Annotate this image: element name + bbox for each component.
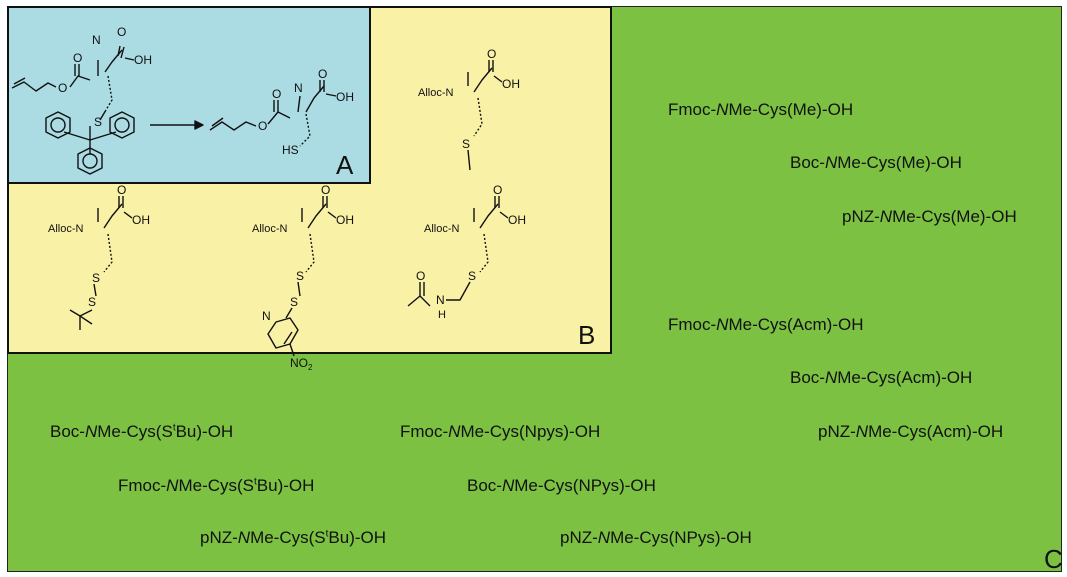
atom-label: OH (508, 213, 526, 227)
atom-label: S (92, 271, 100, 285)
atom-label: Alloc-N (48, 223, 84, 235)
panel-b-label: B (578, 320, 596, 350)
atom-label: S (468, 269, 476, 283)
atom-label: S (462, 137, 470, 151)
atom-label: S (88, 295, 96, 309)
atom-label: O (318, 67, 327, 81)
compound-name: pNZ-NMe-Cys(Acm)-OH (818, 422, 1004, 441)
compound-name: Boc-NMe-Cys(Me)-OH (790, 153, 962, 172)
atom-label: OH (336, 213, 354, 227)
atom-label: O (73, 51, 82, 65)
compound-name: pNZ-NMe-Cys(NPys)-OH (560, 528, 752, 547)
atom-label: Alloc-N (424, 223, 460, 235)
compound-name: Fmoc-NMe-Cys(Acm)-OH (668, 315, 864, 334)
atom-label: O (321, 183, 330, 197)
atom-label: O (58, 81, 67, 95)
cys-me-structure (467, 60, 503, 171)
compound-name: Boc-NMe-Cys(NPys)-OH (467, 476, 656, 495)
cys-npys-structure (267, 196, 337, 357)
atom-label: Alloc-N (418, 87, 454, 99)
atom-label: Alloc-N (252, 223, 288, 235)
atom-label: N (436, 293, 445, 307)
cys-acm-structure (407, 196, 509, 307)
atom-label: O (117, 183, 126, 197)
compound-name: pNZ-NMe-Cys(Me)-OH (842, 207, 1017, 226)
atom-label: OH (336, 90, 354, 104)
atom-label: OH (134, 53, 152, 67)
free-thiol-product (209, 80, 337, 147)
atom-label: H (438, 309, 446, 321)
compound-name: Fmoc-NMe-Cys(Npys)-OH (400, 422, 601, 441)
compound-name: Boc-NMe-Cys(Acm)-OH (790, 368, 973, 387)
atom-label: N (92, 33, 101, 47)
atom-label: N (294, 81, 303, 95)
atom-label: NO2 (290, 356, 313, 372)
atom-label: O (493, 183, 502, 197)
compound-name: Boc-NMe-Cys(StBu)-OH (50, 422, 234, 441)
atom-label: HS (282, 143, 299, 157)
atom-label: OH (502, 77, 520, 91)
atom-label: S (94, 115, 102, 129)
phenyl-rings (45, 111, 135, 175)
panel-a (7, 6, 371, 184)
atom-label: N (262, 309, 271, 323)
trt-protected-amino-acid (11, 45, 135, 154)
panel-c-label: C (1044, 544, 1063, 574)
atom-label: S (296, 269, 304, 283)
atom-label: O (258, 119, 267, 133)
compound-name: Fmoc-NMe-Cys(Me)-OH (668, 100, 854, 119)
atom-label: O (272, 87, 281, 101)
atom-label: OH (132, 213, 150, 227)
cys-stbu-structure (69, 196, 133, 330)
compound-name: pNZ-NMe-Cys(StBu)-OH (200, 528, 387, 547)
panel-a-label: A (336, 150, 354, 180)
atom-label: S (290, 295, 298, 309)
atom-label: O (487, 47, 496, 61)
atom-label: O (416, 269, 425, 283)
atom-label: O (117, 25, 126, 39)
compound-name: Fmoc-NMe-Cys(StBu)-OH (118, 476, 315, 495)
